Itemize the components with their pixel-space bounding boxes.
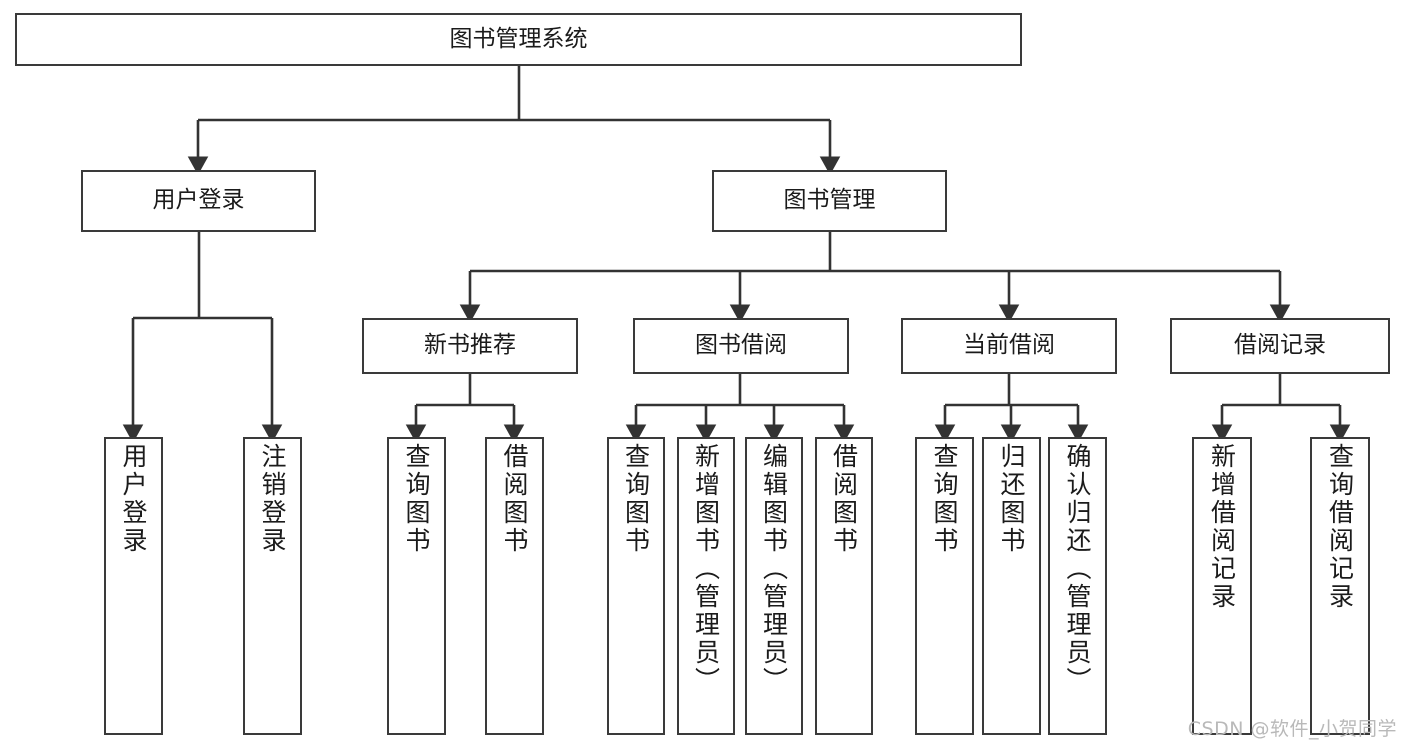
node-leaf-user-login-signout-label: 注销登录 — [258, 443, 287, 555]
node-leaf-borrow-record-add[interactable]: 新增借阅记录 — [1192, 437, 1252, 735]
node-leaf-user-login-signin-label: 用户登录 — [119, 443, 148, 555]
node-leaf-current-borrow-query-label: 查询图书 — [930, 443, 959, 555]
node-leaf-book-borrow-edit-label: 编辑图书（管理员） — [759, 443, 789, 695]
node-book-borrow-label: 图书借阅 — [695, 332, 787, 359]
node-leaf-book-borrow-borrow-label: 借阅图书 — [829, 443, 859, 555]
node-leaf-current-borrow-query[interactable]: 查询图书 — [915, 437, 974, 735]
node-leaf-new-book-query-label: 查询图书 — [402, 443, 431, 555]
node-leaf-user-login-signout[interactable]: 注销登录 — [243, 437, 302, 735]
node-root-book-management-system[interactable]: 图书管理系统 — [15, 13, 1022, 66]
node-book-management[interactable]: 图书管理 — [712, 170, 947, 232]
node-leaf-book-borrow-query[interactable]: 查询图书 — [607, 437, 665, 735]
node-leaf-book-borrow-add[interactable]: 新增图书（管理员） — [677, 437, 735, 735]
node-root-label: 图书管理系统 — [449, 25, 588, 52]
node-leaf-current-borrow-confirm-return-label: 确认归还（管理员） — [1063, 443, 1092, 695]
node-leaf-borrow-record-add-label: 新增借阅记录 — [1207, 443, 1237, 611]
node-current-borrow[interactable]: 当前借阅 — [901, 318, 1117, 374]
node-leaf-new-book-borrow-label: 借阅图书 — [500, 443, 529, 555]
node-leaf-new-book-borrow[interactable]: 借阅图书 — [485, 437, 544, 735]
node-user-login-label: 用户登录 — [152, 187, 245, 214]
node-borrow-record-label: 借阅记录 — [1234, 332, 1326, 359]
node-leaf-book-borrow-borrow[interactable]: 借阅图书 — [815, 437, 873, 735]
node-leaf-current-borrow-return[interactable]: 归还图书 — [982, 437, 1041, 735]
node-leaf-user-login-signin[interactable]: 用户登录 — [104, 437, 163, 735]
node-book-borrow[interactable]: 图书借阅 — [633, 318, 849, 374]
node-leaf-book-borrow-edit[interactable]: 编辑图书（管理员） — [745, 437, 803, 735]
node-book-management-label: 图书管理 — [783, 187, 876, 214]
node-new-book-recommend[interactable]: 新书推荐 — [362, 318, 578, 374]
node-leaf-current-borrow-confirm-return[interactable]: 确认归还（管理员） — [1048, 437, 1107, 735]
node-new-book-recommend-label: 新书推荐 — [424, 332, 516, 359]
node-leaf-borrow-record-query-label: 查询借阅记录 — [1325, 443, 1355, 611]
node-leaf-borrow-record-query[interactable]: 查询借阅记录 — [1310, 437, 1370, 735]
node-borrow-record[interactable]: 借阅记录 — [1170, 318, 1390, 374]
node-leaf-book-borrow-add-label: 新增图书（管理员） — [691, 443, 721, 695]
node-user-login[interactable]: 用户登录 — [81, 170, 316, 232]
node-leaf-new-book-query[interactable]: 查询图书 — [387, 437, 446, 735]
node-leaf-current-borrow-return-label: 归还图书 — [997, 443, 1026, 555]
node-current-borrow-label: 当前借阅 — [963, 332, 1055, 359]
node-leaf-book-borrow-query-label: 查询图书 — [621, 443, 651, 555]
